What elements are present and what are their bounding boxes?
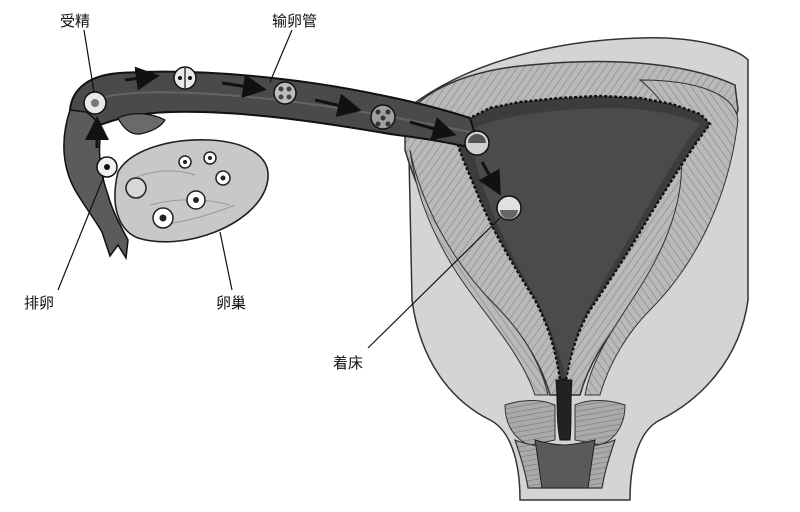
label-ovulation: 排卵 [24, 294, 55, 312]
movement-arrows [85, 66, 501, 196]
blastocyst-implanting [496, 195, 522, 221]
follicles [125, 151, 231, 229]
label-ovary: 卵巢 [216, 294, 247, 312]
embryo-morula [273, 81, 297, 105]
fallopian-tube [68, 70, 482, 152]
label-implantation: 着床 [333, 354, 364, 372]
leader-lines [57, 29, 501, 349]
uterus-left-wall [409, 149, 549, 396]
label-fallopian-tube: 输卵管 [272, 12, 318, 30]
blastocyst [464, 130, 490, 156]
cervical-canal [555, 379, 573, 441]
zygote-2cell [173, 66, 197, 90]
embryo-morula-2 [370, 104, 396, 130]
egg-ovulation [96, 156, 118, 178]
egg-fertilization [83, 91, 107, 115]
uterus-right-wall [584, 79, 739, 396]
label-fertilization: 受精 [60, 12, 91, 30]
